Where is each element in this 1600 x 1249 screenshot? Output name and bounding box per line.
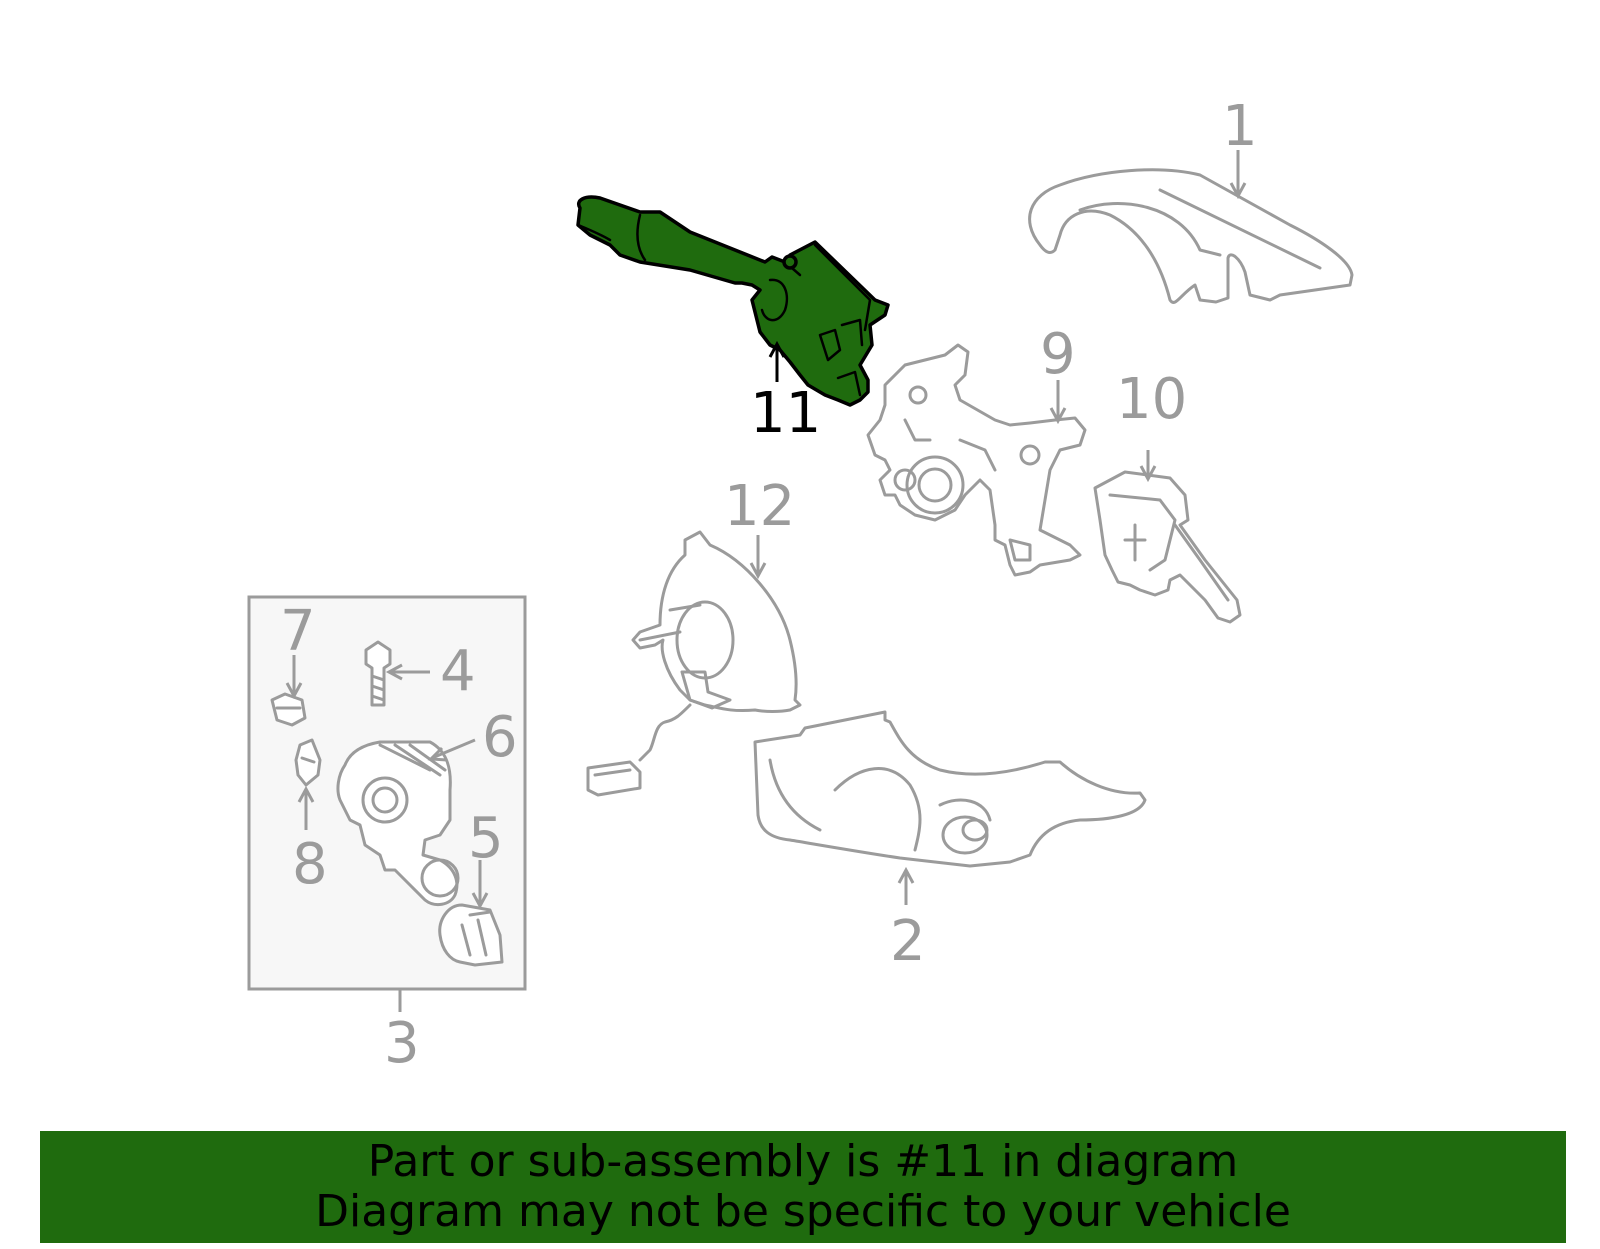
- callout-8: 8: [292, 832, 328, 897]
- part-6-lock-housing[interactable]: 6: [336, 705, 518, 907]
- banner-line-2: Diagram may not be specific to your vehi…: [315, 1186, 1291, 1237]
- callout-1: 1: [1222, 94, 1258, 159]
- part-11-turn-signal-switch[interactable]: 11: [576, 195, 890, 446]
- callout-4: 4: [440, 639, 476, 704]
- callout-5: 5: [468, 806, 504, 871]
- callout-12: 12: [724, 474, 795, 539]
- banner-line-1: Part or sub-assembly is #11 in diagram: [367, 1136, 1239, 1187]
- callout-11: 11: [750, 381, 821, 446]
- part-2-lower-cover[interactable]: 2: [753, 710, 1147, 974]
- callout-6: 6: [482, 705, 518, 770]
- callout-2: 2: [890, 909, 926, 974]
- callout-9: 9: [1040, 322, 1076, 387]
- part-7-clip[interactable]: 7: [270, 599, 316, 727]
- part-4-bolt[interactable]: 4: [364, 639, 476, 707]
- callout-10: 10: [1116, 367, 1187, 432]
- part-1-upper-cover[interactable]: 1: [1028, 94, 1354, 304]
- callout-7: 7: [280, 599, 316, 664]
- callout-3: 3: [384, 1011, 420, 1076]
- info-banner: Part or sub-assembly is #11 in diagram D…: [40, 1131, 1566, 1243]
- part-12-clockspring[interactable]: 12: [586, 474, 802, 797]
- part-8-retainer[interactable]: 8: [292, 738, 328, 897]
- part-10-wiper-switch[interactable]: 10: [1093, 367, 1242, 624]
- part-9-switch-housing[interactable]: 9: [866, 322, 1087, 577]
- part-5-cylinder-cap[interactable]: 5: [438, 806, 504, 967]
